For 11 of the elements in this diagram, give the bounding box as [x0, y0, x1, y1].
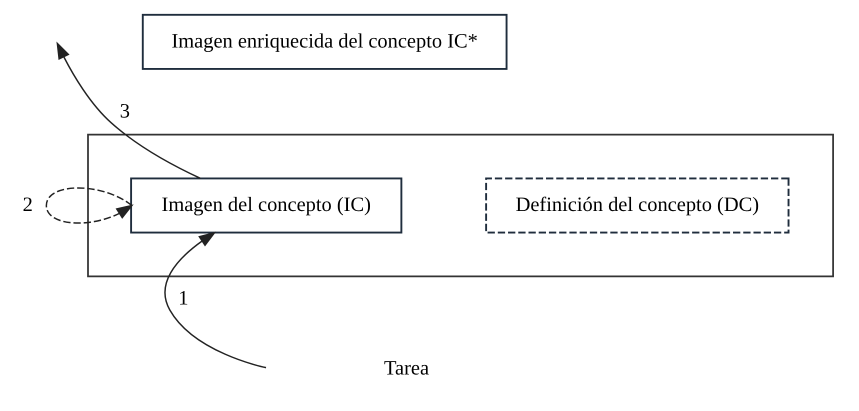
node-box: Definición del concepto (DC) — [485, 178, 790, 234]
edge-label: 2 — [22, 194, 33, 216]
edge-label: 1 — [178, 287, 188, 310]
arrow — [164, 232, 266, 368]
cluster — [87, 134, 834, 278]
label: Tarea — [384, 358, 430, 380]
arrow — [46, 187, 134, 224]
edge-label: 3 — [120, 100, 130, 122]
node-box: Imagen enriquecida del concepto IC* — [142, 14, 508, 70]
node-box: Imagen del concepto (IC) — [130, 178, 402, 234]
arrow — [56, 41, 201, 179]
